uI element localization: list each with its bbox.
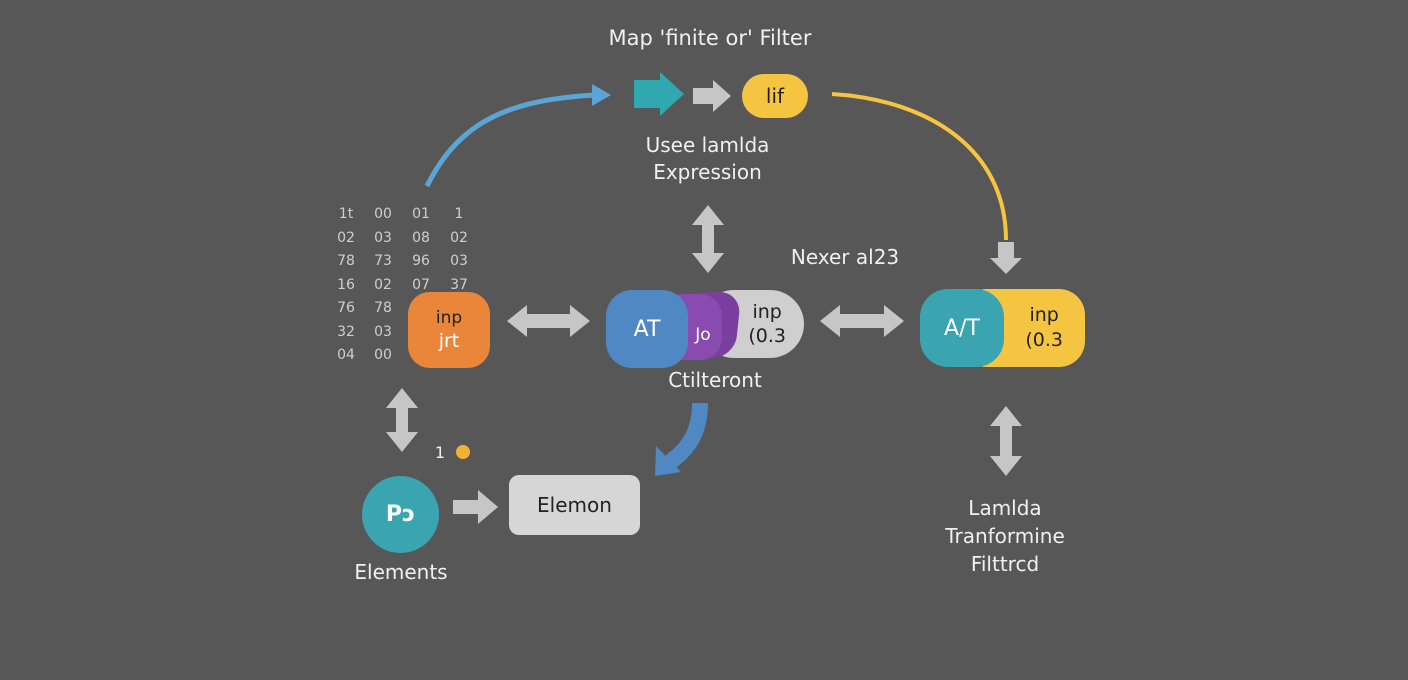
center-node-line1: inp — [752, 301, 782, 323]
elemon-box[interactable]: Elemon — [509, 475, 640, 535]
matrix-cell: 02 — [337, 229, 355, 246]
matrix-cell: 02 — [374, 276, 392, 293]
elements-counter: 1 — [434, 443, 446, 462]
diagram-title: Map 'finite or' Filter — [608, 26, 812, 50]
steel-blue-curved-arrow — [665, 402, 708, 469]
lif-badge-label: lif — [765, 84, 785, 108]
blue-curved-arrow — [424, 92, 596, 188]
matrix-cell: 16 — [337, 276, 355, 293]
elemon-box-label: Elemon — [537, 493, 612, 517]
elements-icon-circle[interactable]: Pɔ — [362, 476, 439, 553]
center-node-caption: Ctilteront — [668, 368, 762, 392]
matrix-cell: 78 — [337, 253, 355, 269]
matrix-cell: 03 — [374, 323, 392, 340]
next-label: Nexer al23 — [790, 245, 900, 269]
matrix-cell: 02 — [450, 229, 468, 246]
matrix-cell: 04 — [337, 347, 355, 363]
right-node-left-label: A/T — [944, 315, 980, 341]
vertical-double-arrow-right — [990, 406, 1022, 476]
matrix-cell: 96 — [412, 253, 430, 269]
matrix-cell: 00 — [374, 347, 392, 363]
right-node-line2: (0.3 — [1025, 329, 1063, 351]
gray-arrow-right-icon — [693, 80, 731, 112]
lif-badge[interactable]: lif — [742, 74, 808, 118]
right-node-line1: inp — [1029, 304, 1059, 326]
input-node-line2: jrt — [438, 330, 460, 352]
yellow-curved-line — [831, 92, 1008, 241]
matrix-cell: 32 — [337, 323, 355, 340]
matrix-cell: 1t — [338, 206, 354, 222]
elements-caption: Elements — [354, 560, 448, 584]
vertical-double-arrow-left — [386, 388, 418, 452]
center-node-left-segment[interactable]: AT — [606, 290, 688, 368]
right-caption-line1: Lamlda — [968, 496, 1042, 520]
right-caption-line2: Tranformine — [945, 524, 1065, 548]
matrix-cell: 01 — [412, 206, 430, 222]
elements-icon: Pɔ — [385, 502, 416, 527]
matrix-cell: 08 — [412, 229, 430, 246]
gray-arrow-down-icon — [990, 242, 1022, 274]
center-node-mid-label: Jo — [695, 325, 711, 345]
teal-arrow-icon — [634, 72, 684, 116]
matrix-cell: 78 — [374, 300, 392, 316]
matrix-cell: 00 — [374, 206, 392, 222]
blue-arrowhead — [592, 84, 611, 106]
matrix-cell: 03 — [374, 229, 392, 246]
input-node-line1: inp — [435, 308, 463, 328]
right-caption-line3: Filttrcd — [970, 552, 1040, 576]
horizontal-double-arrow-left — [507, 305, 590, 337]
matrix-cell: 37 — [450, 276, 468, 293]
expression-caption-line2: Expression — [653, 160, 762, 184]
horizontal-double-arrow-right — [820, 305, 904, 337]
status-dot — [456, 445, 470, 459]
steel-blue-arrowhead — [655, 446, 681, 476]
input-node[interactable]: inp jrt — [408, 292, 490, 368]
center-node-line2: (0.3 — [748, 325, 786, 347]
matrix-cell: 07 — [412, 276, 430, 293]
matrix-cell: 1 — [454, 206, 464, 222]
right-node-teal-segment[interactable]: A/T — [920, 289, 1004, 367]
expression-caption-line1: Usee lamlda — [645, 133, 770, 157]
matrix-cell: 73 — [374, 253, 392, 269]
matrix-cell: 03 — [450, 253, 468, 269]
center-node-left-label: AT — [633, 316, 661, 342]
gray-arrow-to-elemon — [453, 490, 498, 524]
vertical-double-arrow-center — [692, 205, 724, 273]
matrix-cell: 76 — [337, 300, 355, 316]
